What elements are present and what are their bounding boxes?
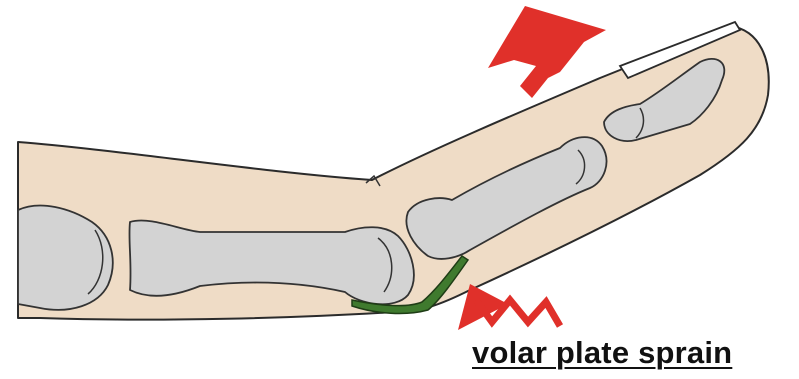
diagram-caption: volar plate sprain (472, 336, 732, 370)
